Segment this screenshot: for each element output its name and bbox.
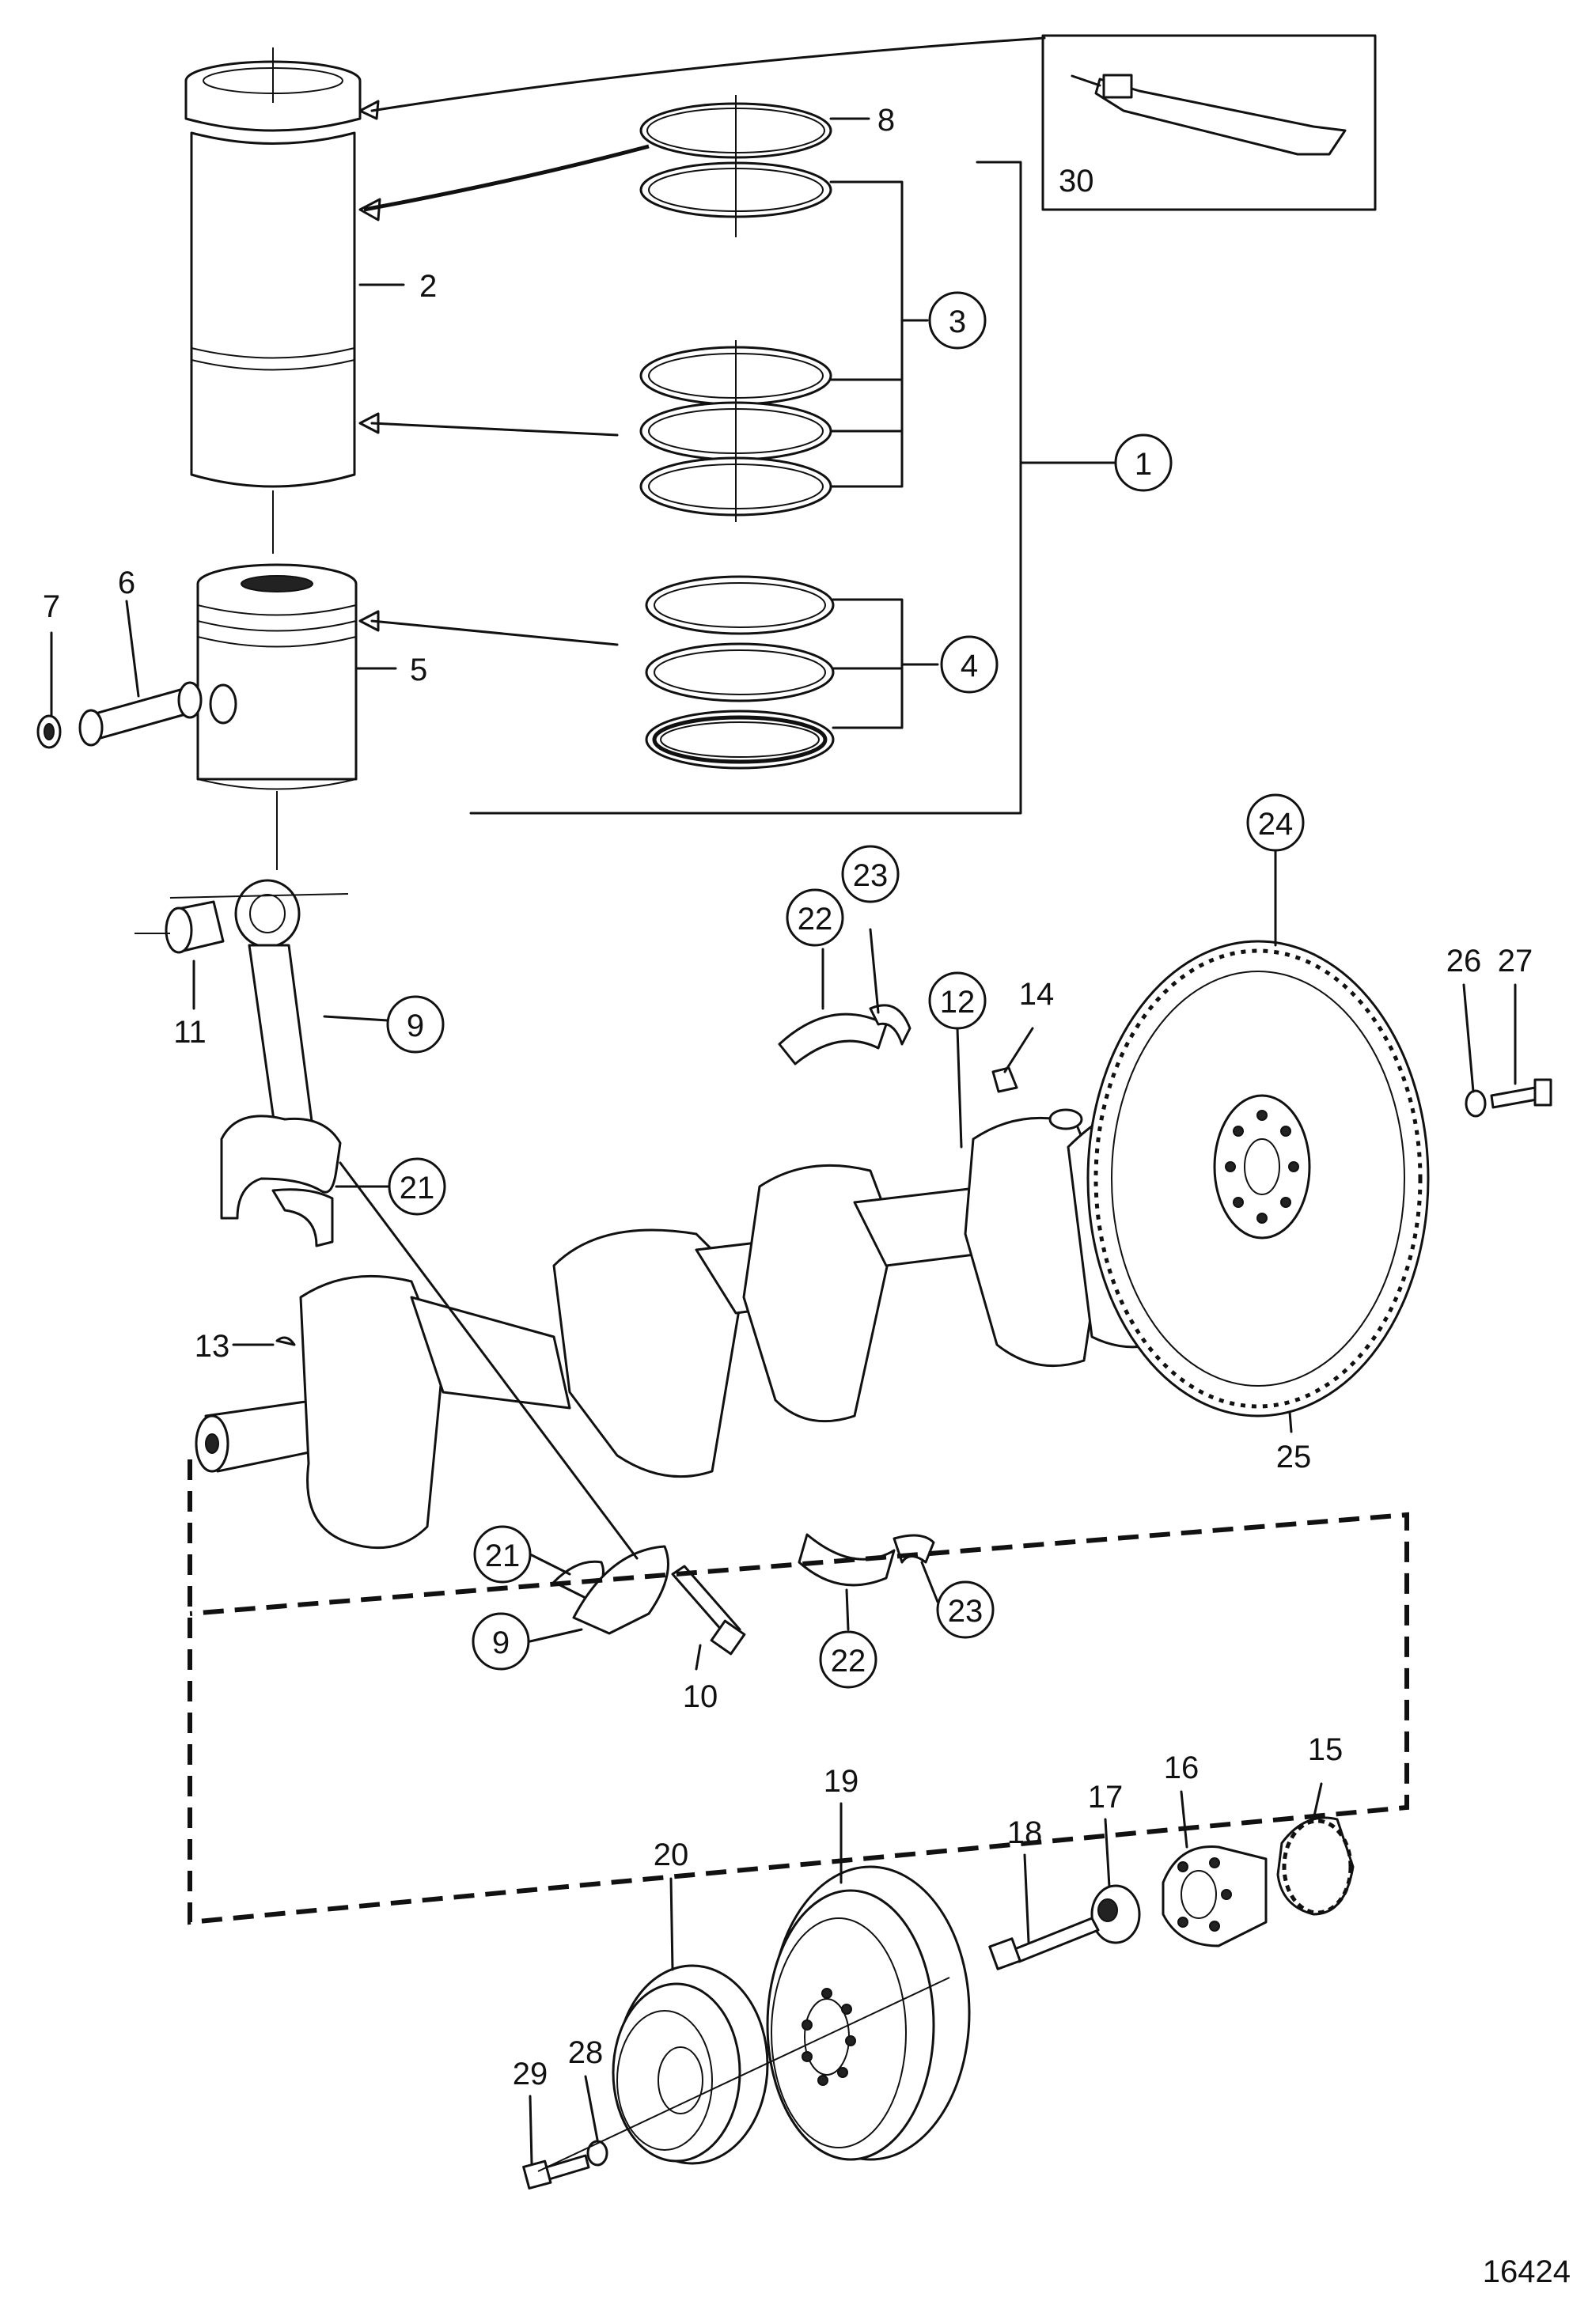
callout-25: 25 bbox=[1276, 1440, 1312, 1474]
dashed-assembly-frame bbox=[188, 1459, 1409, 1925]
svg-text:3: 3 bbox=[949, 305, 966, 339]
callout-1: 1 bbox=[1114, 433, 1173, 492]
ring-set-3 bbox=[639, 95, 832, 522]
svg-text:21: 21 bbox=[400, 1171, 435, 1206]
callout-14: 14 bbox=[1019, 977, 1055, 1012]
callout-23-lower: 23 bbox=[936, 1580, 995, 1639]
callout-13: 13 bbox=[195, 1329, 230, 1364]
leader-lines bbox=[50, 283, 1517, 2165]
callout-21-upper: 21 bbox=[388, 1157, 446, 1216]
piston-pin bbox=[78, 681, 203, 747]
svg-text:23: 23 bbox=[853, 858, 889, 893]
plug-14 bbox=[991, 1066, 1018, 1093]
assembly-arrows bbox=[358, 36, 1046, 646]
damper-bolt bbox=[522, 2140, 608, 2190]
callout-10: 10 bbox=[683, 1679, 718, 1714]
callout-24: 24 bbox=[1246, 793, 1305, 852]
callout-27: 27 bbox=[1498, 944, 1533, 978]
callout-9-lower: 9 bbox=[472, 1612, 530, 1671]
main-bearing-upper bbox=[778, 1004, 911, 1065]
ring-leaders bbox=[829, 117, 939, 729]
washer-17 bbox=[1090, 1884, 1141, 1944]
svg-text:24: 24 bbox=[1258, 807, 1294, 842]
crankshaft bbox=[195, 1103, 1252, 1550]
svg-text:22: 22 bbox=[798, 902, 833, 937]
callout-12: 12 bbox=[928, 971, 987, 1030]
pulley bbox=[766, 1865, 971, 2161]
svg-text:23: 23 bbox=[948, 1594, 983, 1629]
callout-18: 18 bbox=[1007, 1815, 1043, 1850]
callout-15: 15 bbox=[1308, 1732, 1344, 1767]
svg-text:22: 22 bbox=[831, 1644, 866, 1679]
svg-text:21: 21 bbox=[485, 1539, 521, 1573]
svg-text:9: 9 bbox=[492, 1626, 510, 1660]
callout-22-upper: 22 bbox=[786, 888, 844, 947]
assembly-axis bbox=[537, 1977, 950, 2172]
connecting-rod bbox=[169, 879, 349, 1247]
piston-kit-bracket bbox=[469, 161, 1117, 815]
svg-text:4: 4 bbox=[961, 649, 978, 683]
piston bbox=[196, 563, 358, 870]
callout-28: 28 bbox=[568, 2035, 604, 2070]
callout-22-lower: 22 bbox=[819, 1630, 877, 1689]
callout-5: 5 bbox=[410, 653, 427, 687]
callout-29: 29 bbox=[513, 2057, 548, 2091]
drawing-number: 16424 bbox=[1483, 2254, 1571, 2289]
woodruff-key bbox=[275, 1336, 296, 1346]
callout-17: 17 bbox=[1088, 1780, 1124, 1815]
ring-set-4 bbox=[645, 575, 835, 770]
small-end-bushing bbox=[135, 900, 225, 954]
con-rod-cap bbox=[339, 1161, 746, 1656]
svg-text:1: 1 bbox=[1135, 447, 1152, 482]
callout-6: 6 bbox=[118, 566, 135, 600]
flywheel-bolt bbox=[1465, 1078, 1552, 1118]
svg-text:9: 9 bbox=[407, 1009, 424, 1043]
callout-4: 4 bbox=[940, 635, 999, 694]
callout-30: 30 bbox=[1059, 164, 1094, 199]
circlip bbox=[36, 714, 62, 749]
flywheel bbox=[1086, 940, 1430, 1417]
center-bolt bbox=[988, 1917, 1100, 1970]
callout-2: 2 bbox=[419, 269, 437, 304]
callout-8: 8 bbox=[877, 103, 895, 138]
vibration-damper bbox=[612, 1964, 769, 2165]
sealant-tube-box bbox=[1041, 34, 1377, 211]
callout-11: 11 bbox=[173, 1015, 207, 1050]
cylinder-liner bbox=[184, 47, 362, 554]
callout-19: 19 bbox=[824, 1764, 859, 1799]
callout-20: 20 bbox=[654, 1838, 689, 1872]
crankshaft-gear bbox=[1276, 1816, 1355, 1916]
callout-16: 16 bbox=[1164, 1751, 1200, 1785]
callout-7: 7 bbox=[43, 589, 60, 624]
callout-21-lower: 21 bbox=[473, 1525, 532, 1584]
callout-23-upper: 23 bbox=[841, 845, 900, 903]
callout-9-upper: 9 bbox=[386, 995, 445, 1054]
svg-text:12: 12 bbox=[940, 985, 976, 1020]
callout-26: 26 bbox=[1446, 944, 1482, 978]
callout-3: 3 bbox=[928, 291, 987, 350]
hub bbox=[1162, 1845, 1268, 1947]
